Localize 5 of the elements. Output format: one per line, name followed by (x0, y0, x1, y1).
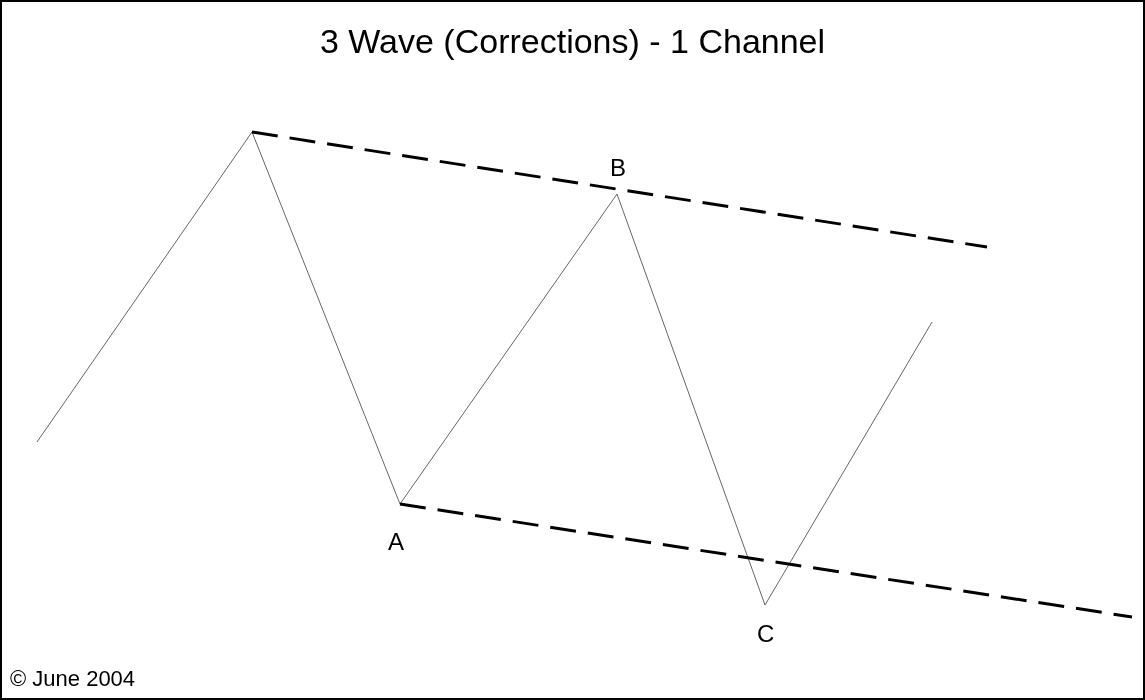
point-label: B (610, 154, 626, 182)
chart-title: 3 Wave (Corrections) - 1 Channel (318, 22, 827, 61)
point-label: A (388, 528, 404, 556)
copyright-note: © June 2004 (10, 666, 136, 692)
point-label: C (757, 620, 775, 648)
